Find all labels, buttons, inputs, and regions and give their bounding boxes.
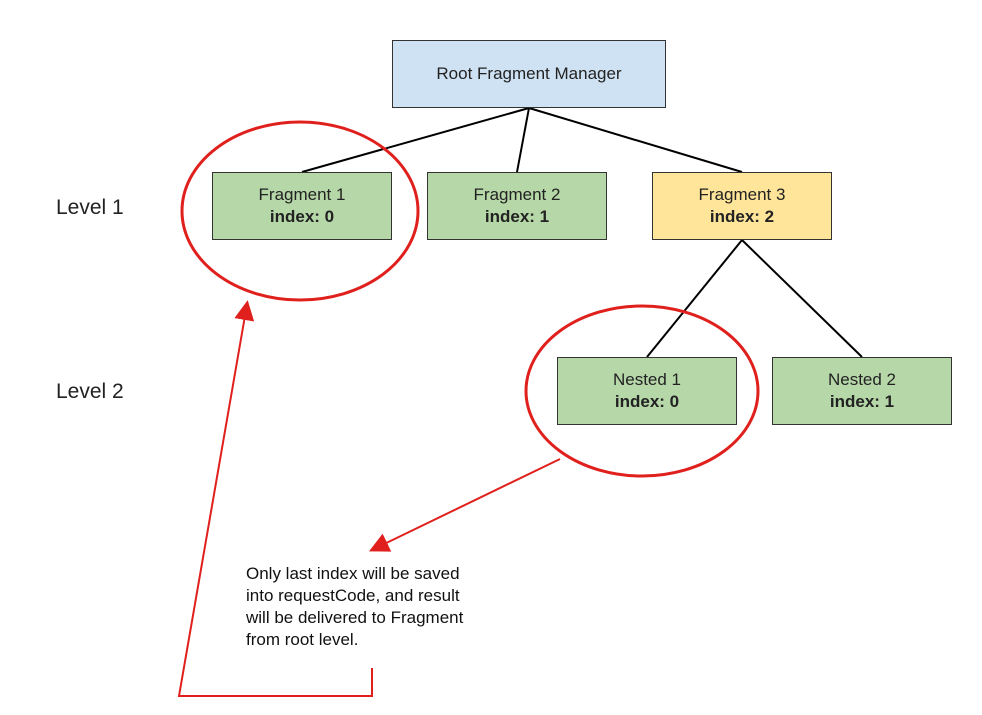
root-fragment-manager-node: Root Fragment Manager	[392, 40, 666, 108]
root-node-title: Root Fragment Manager	[436, 64, 622, 83]
highlight-circle-fragment1	[180, 120, 420, 302]
fragment-1-index: index: 0	[269, 207, 335, 226]
fragment-3-index: index: 2	[709, 207, 775, 226]
nested-2-index: index: 1	[829, 392, 895, 411]
highlight-circle-nested1	[524, 304, 760, 478]
edge-fragment3-nested2	[741, 239, 863, 358]
level-2-label: Level 2	[56, 380, 124, 403]
fragment-2-index: index: 1	[484, 207, 550, 226]
fragment-3-title: Fragment 3	[698, 185, 786, 204]
edge-fragment3-nested1	[646, 239, 743, 358]
note-line-4: from root level.	[246, 630, 359, 649]
note-line-1: Only last index will be saved	[246, 564, 460, 583]
note-line-3: will be delivered to Fragment	[246, 608, 464, 627]
level-1-label: Level 1	[56, 196, 124, 219]
fragment-2-node: Fragment 2 index: 1	[427, 172, 607, 240]
arrow-note-to-fragment1	[177, 300, 373, 697]
annotation-note: Only last index will be saved into reque…	[246, 563, 506, 651]
arrow-nested1-to-note	[368, 458, 561, 552]
nested-1-title: Nested 1	[612, 370, 682, 389]
edge-root-fragment1	[301, 107, 530, 173]
fragment-3-node: Fragment 3 index: 2	[652, 172, 832, 240]
note-line-2: into requestCode, and result	[246, 586, 460, 605]
nested-2-node: Nested 2 index: 1	[772, 357, 952, 425]
edge-root-fragment2	[516, 107, 530, 173]
nested-2-title: Nested 2	[827, 370, 897, 389]
nested-1-node: Nested 1 index: 0	[557, 357, 737, 425]
fragment-1-title: Fragment 1	[258, 185, 346, 204]
edge-root-fragment3	[528, 107, 743, 173]
fragment-2-title: Fragment 2	[473, 185, 561, 204]
nested-1-index: index: 0	[614, 392, 680, 411]
fragment-1-node: Fragment 1 index: 0	[212, 172, 392, 240]
